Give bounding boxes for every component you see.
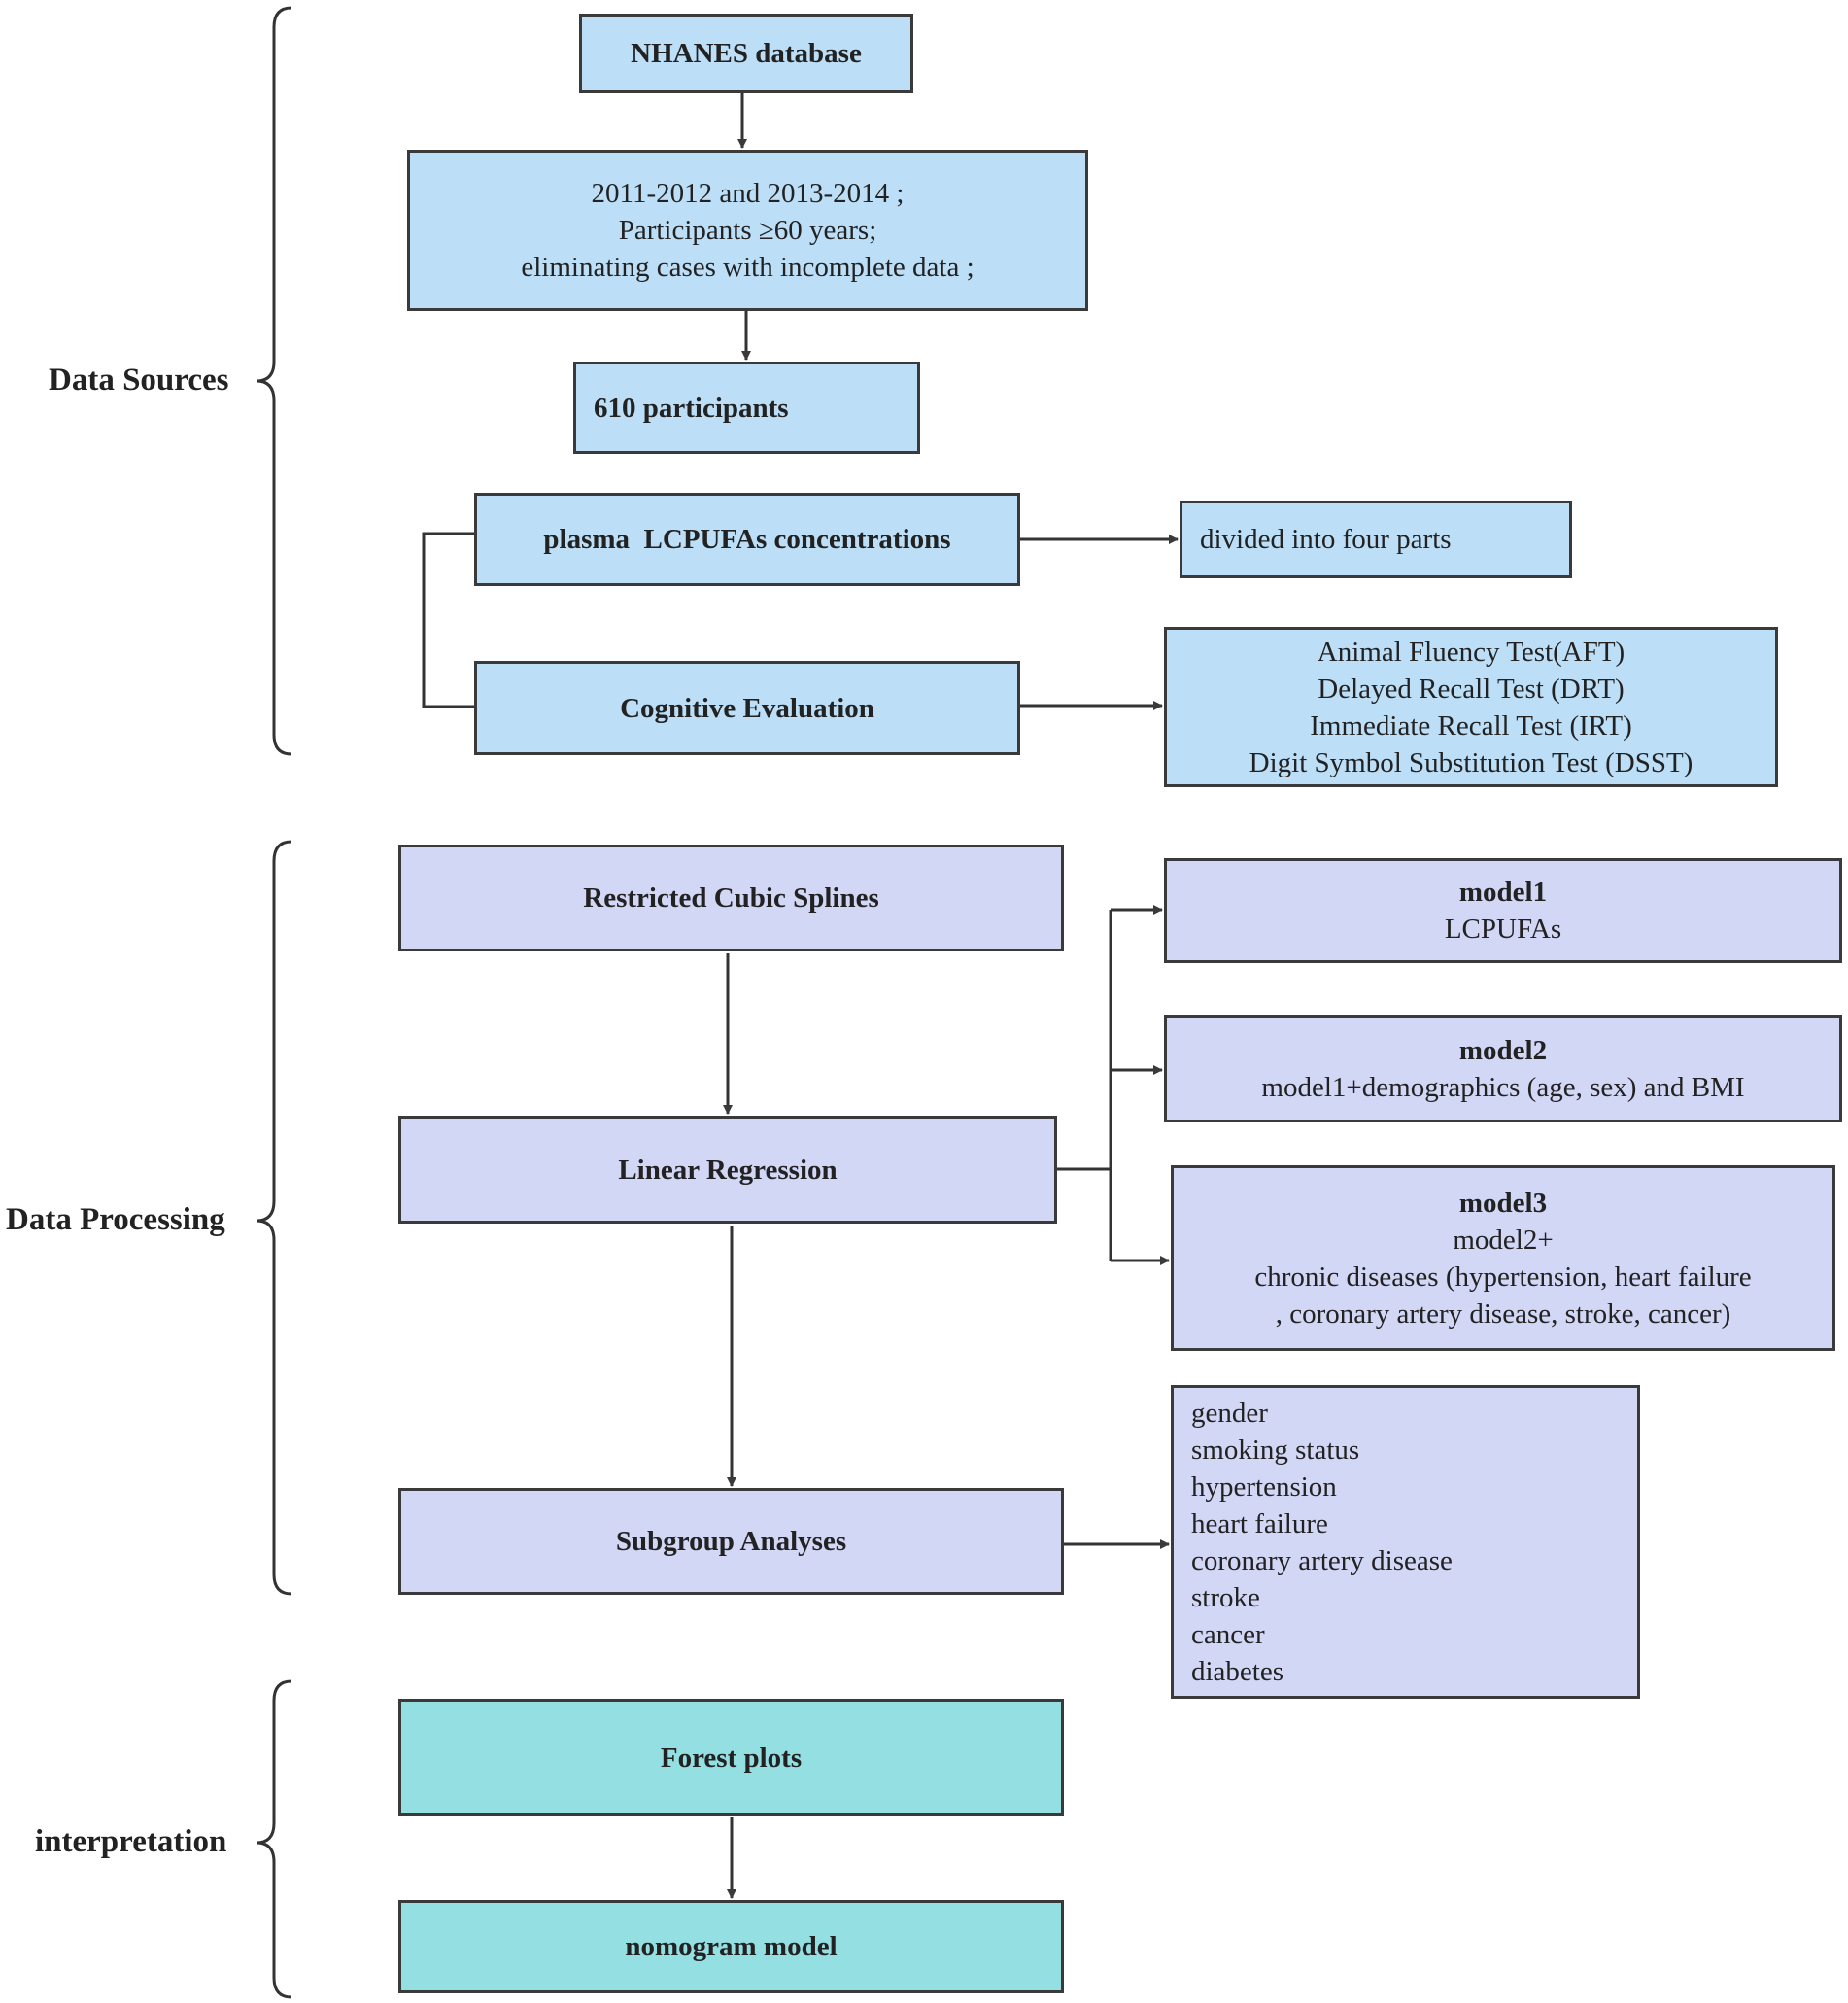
subgroup-analyses-box: Subgroup Analyses (398, 1488, 1064, 1595)
model3-line-1: model2+ (1453, 1224, 1554, 1256)
criteria-line-2: Participants ≥60 years; (618, 215, 877, 246)
model1-title: model1 (1458, 877, 1548, 908)
restricted-cubic-splines-label: Restricted Cubic Splines (583, 882, 879, 914)
linear-regression-box: Linear Regression (398, 1116, 1057, 1224)
cognitive-tests-box: Animal Fluency Test(AFT) Delayed Recall … (1164, 627, 1778, 787)
criteria-line-1: 2011-2012 and 2013-2014 ; (591, 178, 905, 209)
section-label-data-processing: Data Processing (6, 1202, 225, 1237)
participants-box: 610 participants (573, 362, 920, 454)
forest-plots-box: Forest plots (398, 1699, 1064, 1816)
model1-box: model1 LCPUFAs (1164, 858, 1842, 963)
model1-line-1: LCPUFAs (1444, 914, 1562, 945)
subgroup-analyses-label: Subgroup Analyses (615, 1526, 847, 1557)
subgroup-cancer: cancer (1191, 1618, 1265, 1650)
criteria-line-3: eliminating cases with incomplete data ; (521, 252, 975, 283)
subgroup-gender: gender (1191, 1397, 1268, 1429)
forest-plots-label: Forest plots (660, 1742, 803, 1774)
subgroup-stroke: stroke (1191, 1581, 1260, 1613)
subgroup-smoking-status: smoking status (1191, 1433, 1360, 1466)
model3-box: model3 model2+ chronic diseases (hyperte… (1171, 1165, 1835, 1351)
subgroup-coronary-artery-disease: coronary artery disease (1191, 1544, 1453, 1576)
cognitive-evaluation-box: Cognitive Evaluation (474, 661, 1020, 755)
model2-line-1: model1+demographics (age, sex) and BMI (1261, 1071, 1745, 1103)
subgroup-heart-failure: heart failure (1191, 1507, 1328, 1539)
model3-title: model3 (1458, 1187, 1548, 1219)
plasma-lcpufas-label: plasma LCPUFAs concentrations (543, 524, 951, 555)
subgroup-variables-box: gender smoking status hypertension heart… (1171, 1385, 1640, 1699)
model3-line-3: , coronary artery disease, stroke, cance… (1275, 1297, 1731, 1330)
bracket-plasma-cognitive (422, 532, 476, 708)
selection-criteria-box: 2011-2012 and 2013-2014 ; Participants ≥… (407, 150, 1088, 311)
test-drt: Delayed Recall Test (DRT) (1318, 673, 1625, 705)
participants-label: 610 participants (594, 392, 789, 424)
divided-four-parts-label: divided into four parts (1200, 524, 1452, 555)
nomogram-model-box: nomogram model (398, 1900, 1064, 1993)
nomogram-model-label: nomogram model (625, 1931, 838, 1962)
nhanes-database-label: NHANES database (631, 38, 862, 69)
brace-interpretation (256, 1679, 292, 1999)
model2-box: model2 model1+demographics (age, sex) an… (1164, 1015, 1842, 1122)
plasma-lcpufas-box: plasma LCPUFAs concentrations (474, 493, 1020, 586)
linear-regression-label: Linear Regression (618, 1154, 838, 1186)
nhanes-database-box: NHANES database (579, 14, 913, 93)
divided-four-parts-box: divided into four parts (1180, 501, 1572, 578)
subgroup-hypertension: hypertension (1191, 1470, 1337, 1502)
restricted-cubic-splines-box: Restricted Cubic Splines (398, 845, 1064, 951)
test-dsst: Digit Symbol Substitution Test (DSST) (1249, 746, 1694, 778)
subgroup-diabetes: diabetes (1191, 1655, 1284, 1687)
section-label-data-sources: Data Sources (49, 363, 229, 397)
brace-data-processing (256, 840, 292, 1596)
section-label-interpretation: interpretation (35, 1824, 227, 1859)
model3-line-2: chronic diseases (hypertension, heart fa… (1254, 1261, 1752, 1293)
brace-data-sources (256, 6, 292, 756)
test-irt: Immediate Recall Test (IRT) (1310, 709, 1632, 742)
model2-title: model2 (1458, 1034, 1548, 1066)
test-aft: Animal Fluency Test(AFT) (1317, 636, 1626, 668)
cognitive-evaluation-label: Cognitive Evaluation (620, 692, 874, 724)
